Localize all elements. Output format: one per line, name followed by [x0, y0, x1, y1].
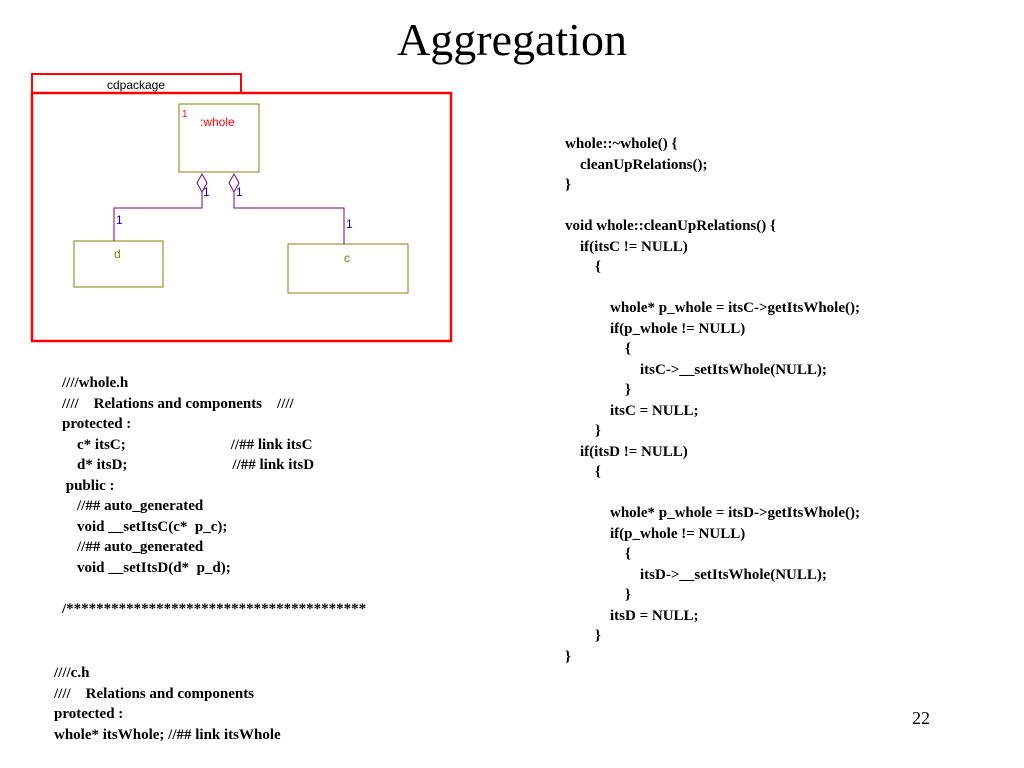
association-line-d[interactable]	[113, 192, 203, 241]
code-line	[62, 578, 366, 599]
code-line: d* itsD; //## link itsD	[62, 457, 315, 473]
code-line: void __setItsC(c* p_c);	[62, 518, 228, 535]
code-line: {	[565, 341, 631, 357]
code-line: whole* itsWhole; //## link itsWhole	[54, 726, 281, 743]
code-line: }	[565, 648, 571, 665]
c-box[interactable]	[287, 243, 409, 294]
code-line: c* itsC; //## link itsC	[62, 436, 313, 453]
d-label: d	[114, 247, 121, 261]
code-line: if(itsC != NULL)	[565, 238, 688, 255]
code-line: }	[565, 382, 631, 398]
package-body	[30, 91, 453, 343]
whole-cpp-code: whole::~whole() { cleanUpRelations();} v…	[565, 134, 860, 667]
code-line: {	[565, 464, 601, 480]
code-line: //// Relations and components ////	[62, 395, 294, 412]
d-box[interactable]	[73, 240, 164, 288]
left-whole-end-multiplicity: 1	[203, 185, 210, 199]
code-line: if(p_whole != NULL)	[565, 320, 746, 337]
code-line: //## auto_generated	[62, 498, 204, 514]
code-line: public :	[62, 477, 115, 494]
code-line: cleanUpRelations();	[565, 156, 708, 173]
code-line: whole* p_whole = itsC->getItsWhole();	[565, 300, 860, 316]
code-line: itsC->__setItsWhole(NULL);	[565, 361, 827, 378]
whole-header-code: ////whole.h //// Relations and components…	[62, 373, 366, 619]
c-end-multiplicity: 1	[346, 217, 353, 231]
c-label: c	[344, 251, 350, 265]
whole-multiplicity: 1	[182, 109, 188, 120]
whole-label: :whole	[200, 115, 235, 129]
code-line: whole* p_whole = itsD->getItsWhole();	[565, 505, 860, 521]
code-line: if(itsD != NULL)	[565, 443, 688, 460]
code-line: {	[565, 259, 601, 275]
code-line: /***************************************…	[62, 600, 367, 617]
code-line: }	[565, 423, 601, 439]
d-end-multiplicity: 1	[116, 213, 123, 227]
page-number: 22	[912, 708, 930, 728]
code-line: protected :	[54, 706, 124, 722]
code-line: //## auto_generated	[62, 539, 204, 555]
code-line: itsD = NULL;	[565, 607, 699, 624]
code-line: //// Relations and components	[54, 685, 255, 702]
code-line: if(p_whole != NULL)	[565, 525, 746, 542]
whole-box[interactable]	[178, 103, 260, 173]
code-line	[565, 278, 860, 299]
c-header-code: ////c.h //// Relations and components prot…	[54, 663, 281, 745]
package-tab-label: cdpackage	[107, 78, 165, 92]
right-whole-end-multiplicity: 1	[236, 185, 243, 199]
association-line-c[interactable]	[233, 192, 345, 244]
code-line	[565, 483, 860, 504]
code-line: {	[565, 546, 631, 562]
code-line: ////c.h	[54, 665, 90, 681]
code-line: itsD->__setItsWhole(NULL);	[565, 566, 827, 583]
code-line: void __setItsD(d* p_d);	[62, 559, 231, 576]
code-line	[565, 196, 860, 217]
code-line: }	[565, 177, 571, 193]
code-line: }	[565, 628, 601, 644]
code-line: whole::~whole() {	[565, 136, 678, 152]
code-line: itsC = NULL;	[565, 402, 699, 419]
code-line: void whole::cleanUpRelations() {	[565, 218, 776, 234]
slide-title: Aggregation	[397, 14, 627, 65]
code-line: }	[565, 587, 631, 603]
code-line: protected :	[62, 416, 132, 432]
code-line: ////whole.h	[62, 375, 129, 391]
